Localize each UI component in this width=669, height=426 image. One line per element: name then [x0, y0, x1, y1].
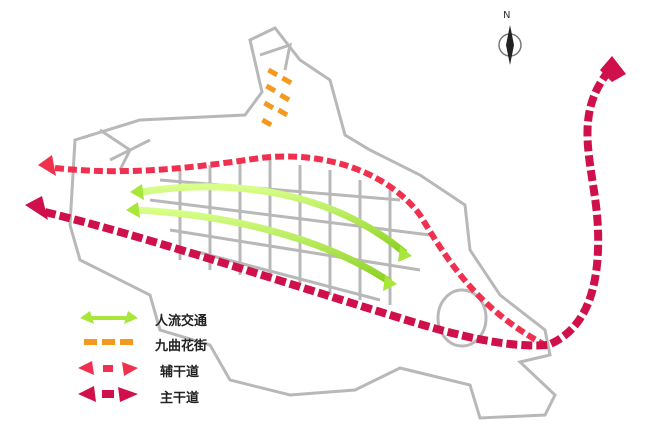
pedestrian-route-north [139, 183, 408, 256]
legend-label-secondary-road: 辅干道 [160, 365, 200, 380]
north-arrow-icon [498, 25, 522, 65]
flower-street-path [261, 67, 293, 128]
main-road [44, 69, 612, 350]
pedestrian-route-south [134, 206, 392, 285]
legend-label-pedestrian: 人流交通 [155, 314, 208, 329]
main-road-arrowhead-east [600, 56, 626, 82]
legend-symbols [78, 311, 138, 402]
secondary-road-arrowhead [38, 155, 56, 176]
north-label: N [503, 10, 511, 21]
legend-label-main-road: 主干道 [160, 391, 200, 406]
pedestrian-arrowheads [126, 184, 412, 291]
main-road-arrowhead-west [25, 196, 48, 220]
legend-label-flower-street: 九曲花街 [155, 339, 208, 354]
building-outlines [68, 26, 557, 420]
secondary-road [54, 153, 547, 348]
